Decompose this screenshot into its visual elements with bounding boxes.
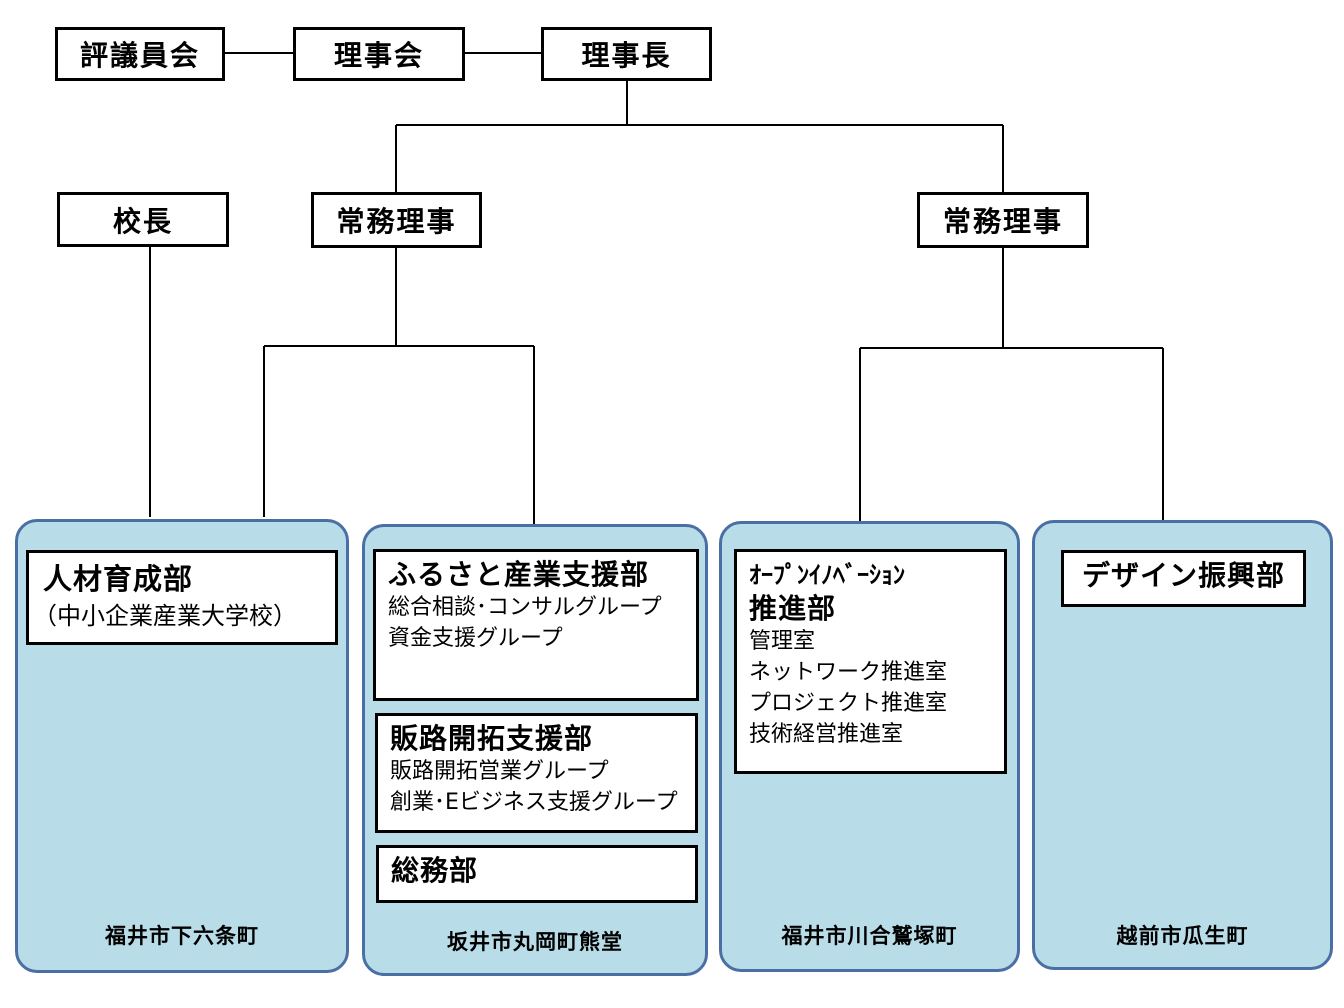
dept-sales-title: 販路開拓支援部 bbox=[390, 722, 594, 755]
chairman-label: 理事長 bbox=[581, 39, 672, 72]
council-label: 評議員会 bbox=[79, 39, 200, 72]
dept-open-innovation-title-2: 推進部 bbox=[749, 592, 837, 625]
panel-sakai-maruoka: ふるさと産業支援部 総合相談･コンサルグループ 資金支援グループ 販路開拓支援部… bbox=[362, 524, 708, 976]
panel1-location: 福井市下六条町 bbox=[105, 924, 259, 948]
dept-furusato-item-1: 総合相談･コンサルグループ bbox=[388, 595, 662, 620]
dept-open-innovation: ｵｰﾌﾟﾝｲﾉﾍﾞｰｼｮﾝ 推進部 管理室 ネットワーク推進室 プロジェクト推進… bbox=[734, 549, 1007, 774]
dept-open-innovation-item-1: 管理室 bbox=[749, 629, 816, 654]
panel3-location: 福井市川合鷲塚町 bbox=[781, 924, 958, 948]
principal-label: 校長 bbox=[112, 204, 173, 238]
panel-fukui-shimorokujo: 人材育成部 （中小企業産業大学校） 福井市下六条町 bbox=[15, 519, 349, 973]
dept-open-innovation-title-1: ｵｰﾌﾟﾝｲﾉﾍﾞｰｼｮﾝ bbox=[749, 561, 905, 589]
dept-human-resources: 人材育成部 （中小企業産業大学校） bbox=[26, 550, 338, 645]
director-right-label: 常務理事 bbox=[942, 205, 1063, 238]
dept-furusato: ふるさと産業支援部 総合相談･コンサルグループ 資金支援グループ bbox=[373, 549, 699, 701]
dept-general-affairs: 総務部 bbox=[376, 845, 698, 903]
dept-sales: 販路開拓支援部 販路開拓営業グループ 創業･Eビジネス支援グループ bbox=[375, 713, 698, 833]
dept-open-innovation-item-3: プロジェクト推進室 bbox=[749, 691, 948, 716]
principal-box: 校長 bbox=[57, 192, 229, 247]
dept-open-innovation-item-4: 技術経営推進室 bbox=[749, 722, 904, 747]
dept-human-resources-subtitle: （中小企業産業大学校） bbox=[33, 602, 297, 630]
dept-design: デザイン振興部 bbox=[1061, 550, 1306, 607]
panel-echizen-uryu: デザイン振興部 越前市瓜生町 bbox=[1032, 520, 1333, 970]
director-right-box: 常務理事 bbox=[917, 192, 1089, 248]
panel4-location: 越前市瓜生町 bbox=[1116, 924, 1249, 948]
dept-human-resources-title: 人材育成部 bbox=[43, 562, 194, 596]
dept-furusato-item-2: 資金支援グループ bbox=[388, 626, 563, 651]
dept-design-title: デザイン振興部 bbox=[1081, 559, 1285, 592]
dept-sales-item-1: 販路開拓営業グループ bbox=[390, 759, 609, 784]
director-left-box: 常務理事 bbox=[311, 192, 482, 248]
board-label: 理事会 bbox=[333, 39, 424, 72]
dept-furusato-title: ふるさと産業支援部 bbox=[388, 558, 650, 591]
panel-fukui-kawaiwashizuka: ｵｰﾌﾟﾝｲﾉﾍﾞｰｼｮﾝ 推進部 管理室 ネットワーク推進室 プロジェクト推進… bbox=[719, 521, 1020, 972]
board-box: 理事会 bbox=[293, 27, 465, 81]
dept-open-innovation-item-2: ネットワーク推進室 bbox=[749, 660, 948, 685]
dept-general-affairs-title: 総務部 bbox=[391, 854, 479, 887]
panel2-location: 坂井市丸岡町熊堂 bbox=[447, 930, 623, 954]
director-left-label: 常務理事 bbox=[336, 205, 457, 238]
council-box: 評議員会 bbox=[55, 27, 225, 81]
dept-sales-item-2: 創業･Eビジネス支援グループ bbox=[390, 790, 678, 815]
chairman-box: 理事長 bbox=[541, 27, 712, 81]
